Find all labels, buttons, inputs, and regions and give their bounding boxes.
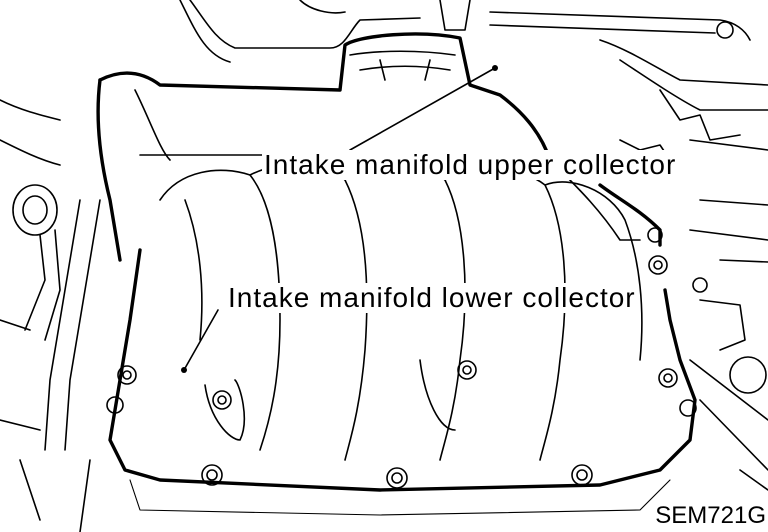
lower-collector-leader-dot — [181, 367, 187, 373]
callout-leaders — [181, 65, 498, 373]
upper-collector-leader — [349, 67, 496, 151]
lower-collector-label: Intake manifold lower collector — [226, 282, 638, 313]
upper-collector-leader-dot — [492, 65, 498, 71]
figure-code: SEM721G — [655, 502, 766, 529]
upper-collector-drawing — [96, 32, 708, 293]
lower-collector-drawing — [106, 163, 697, 516]
lower-collector-leader — [183, 309, 219, 371]
upper-collector-label: Intake manifold upper collector — [262, 149, 679, 180]
